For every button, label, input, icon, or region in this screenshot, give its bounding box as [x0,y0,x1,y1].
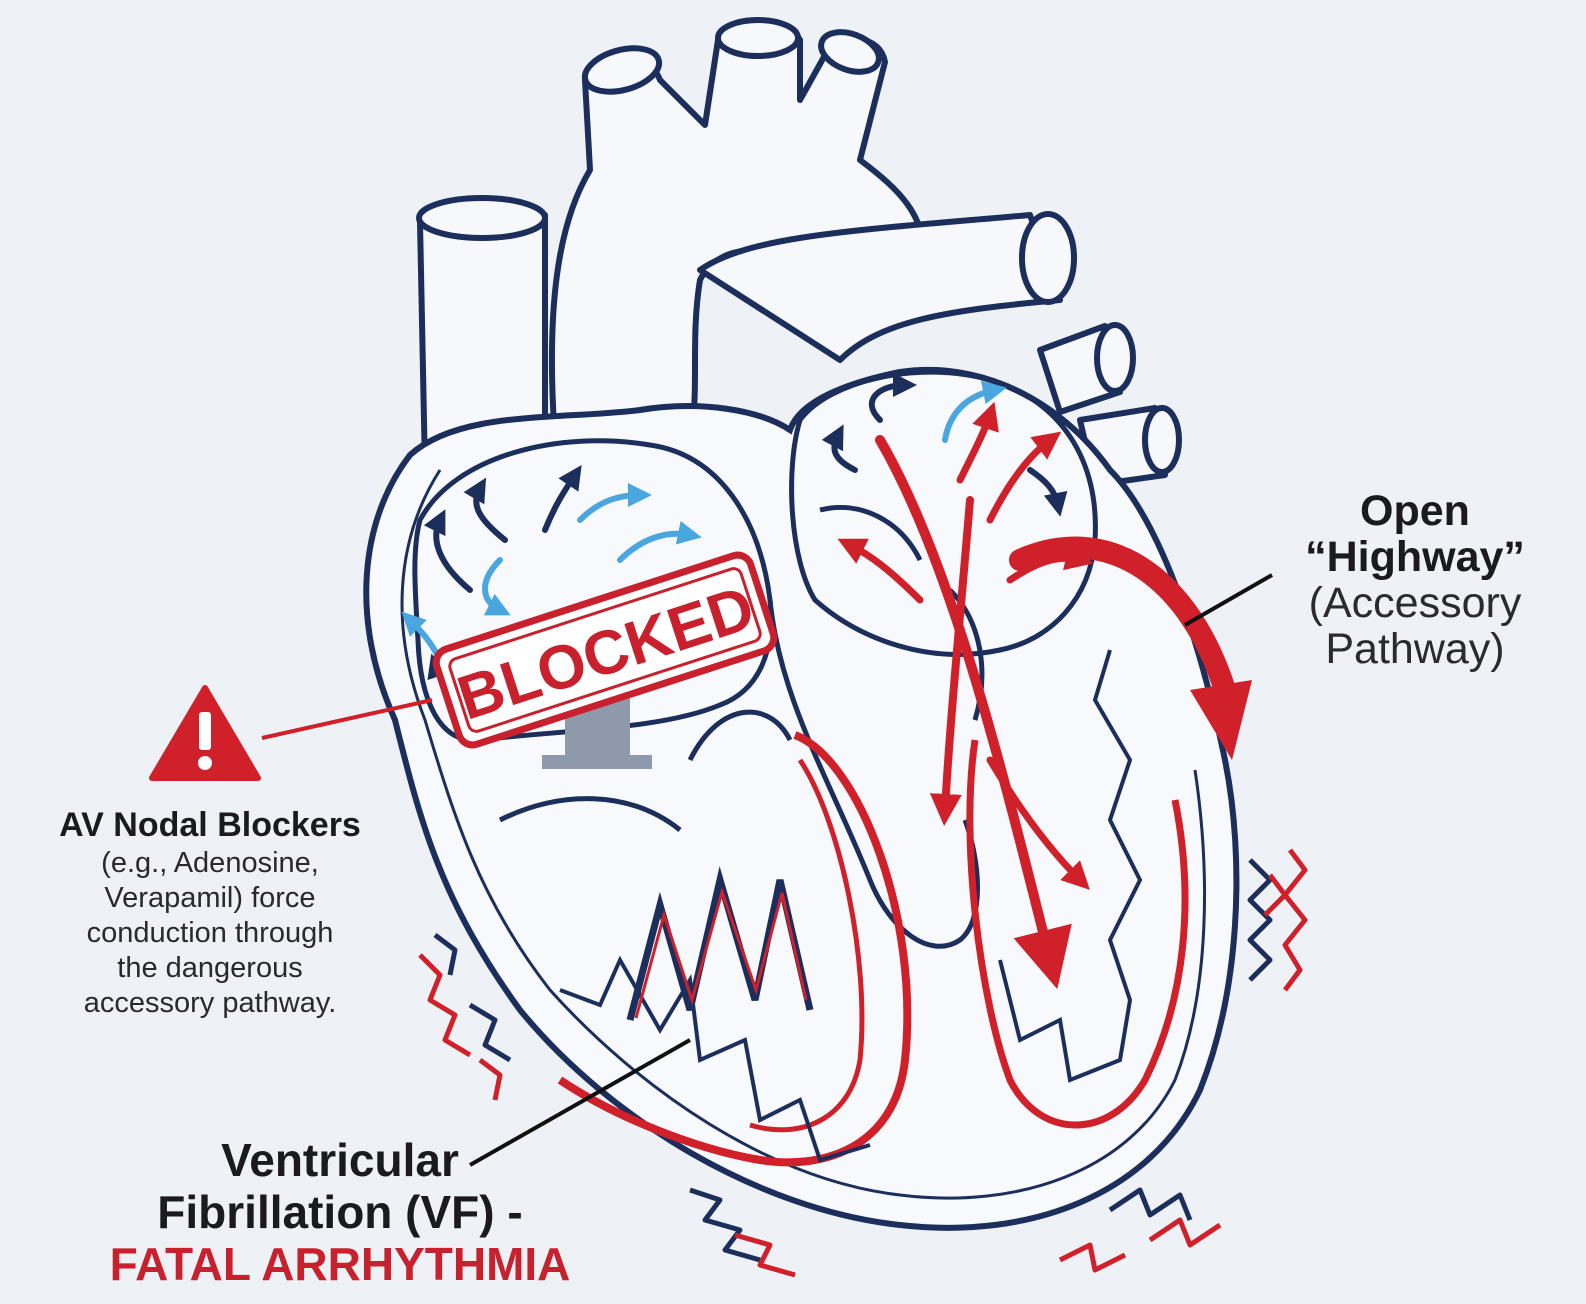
av-blockers-line-5: accessory pathway. [10,986,410,1021]
open-highway-line3: (Accessory [1265,580,1565,626]
vf-line1: Ventricular [60,1134,620,1186]
av-blockers-line-3: conduction through [10,916,410,951]
pulmonary-vein-2-opening [1145,408,1179,472]
pulmonary-artery-opening [1022,214,1074,302]
vf-line3-fatal-arrhythmia: FATAL ARRHYTHMIA [60,1238,620,1290]
svc-opening [419,198,545,238]
av-node-base [542,755,652,769]
highway-leader-line [1185,575,1272,625]
vf-line2: Fibrillation (VF) - [60,1186,620,1238]
av-blockers-label: AV Nodal Blockers (e.g., Adenosine, Vera… [10,804,410,1021]
av-blockers-line-1: (e.g., Adenosine, [10,846,410,881]
av-blockers-title: AV Nodal Blockers [10,804,410,846]
vf-label: Ventricular Fibrillation (VF) - FATAL AR… [60,1134,620,1290]
warning-triangle-icon [152,688,258,778]
open-highway-label: Open “Highway” (Accessory Pathway) [1265,488,1565,672]
open-highway-line4: Pathway) [1265,626,1565,672]
open-highway-line2: “Highway” [1265,534,1565,580]
aortic-branch-2 [718,20,798,56]
av-blockers-line-4: the dangerous [10,951,410,986]
av-blockers-line-2: Verapamil) force [10,881,410,916]
pulmonary-vein-1-opening [1097,325,1133,391]
open-highway-line1: Open [1265,488,1565,534]
